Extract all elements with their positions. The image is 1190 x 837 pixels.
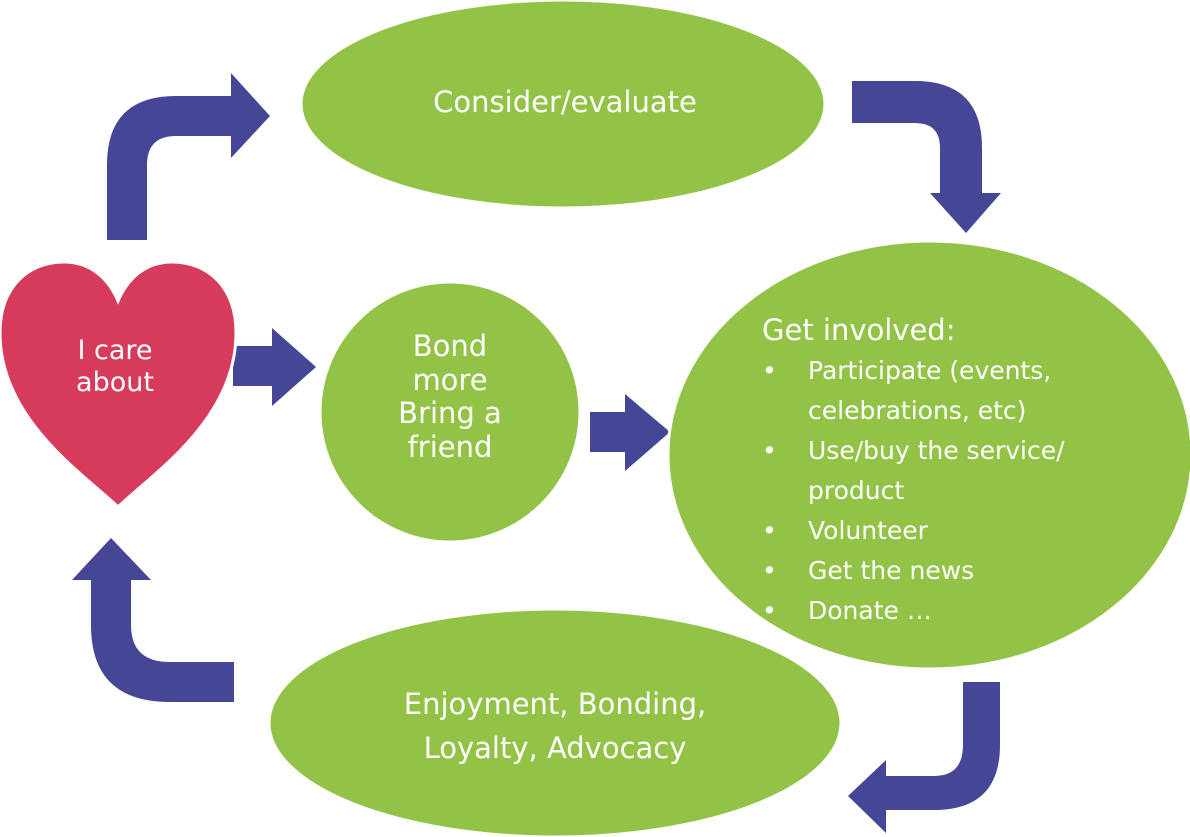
- get-involved-list: Participate (events, celebrations, etc) …: [762, 351, 1122, 631]
- list-item: Use/buy the service/ product: [762, 431, 1122, 511]
- heart-label-line: I care: [77, 335, 153, 366]
- list-item: Participate (events, celebrations, etc): [762, 351, 1122, 431]
- bond-label-line: more: [412, 362, 488, 397]
- curved-arrow-right-down-icon: [852, 81, 1001, 233]
- list-item: Donate …: [762, 591, 1122, 631]
- heart-shape: [0, 260, 238, 510]
- straight-arrow-right-icon: [590, 394, 670, 471]
- consider-label: Consider/evaluate: [330, 85, 800, 120]
- get-involved-label: Get involved: Participate (events, celeb…: [762, 313, 1122, 631]
- enjoyment-node: [267, 607, 843, 837]
- curved-arrow-left-up-icon: [72, 538, 234, 702]
- list-item: Volunteer: [762, 511, 1122, 551]
- bond-label-line: friend: [407, 429, 493, 464]
- heart-label-line: about: [76, 367, 154, 399]
- consider-node: [299, 0, 827, 210]
- enjoyment-label-line: Loyalty, Advocacy: [423, 730, 687, 765]
- bond-label-line: Bring a: [398, 396, 502, 431]
- list-item: Get the news: [762, 551, 1122, 591]
- heart-label: I care about: [40, 335, 190, 400]
- bond-node: [318, 280, 582, 544]
- bond-label: Bond more Bring a friend: [345, 329, 555, 465]
- curved-arrow-down-left-icon: [848, 682, 1000, 833]
- enjoyment-label-line: Enjoyment, Bonding,: [403, 687, 707, 721]
- consider-label-text: Consider/evaluate: [433, 85, 697, 119]
- straight-arrow-right-icon: [233, 328, 316, 406]
- bond-label-line: Bond: [412, 329, 488, 363]
- enjoyment-label: Enjoyment, Bonding, Loyalty, Advocacy: [300, 683, 810, 770]
- curved-arrow-up-right-icon: [107, 73, 270, 240]
- get-involved-title: Get involved:: [762, 313, 956, 347]
